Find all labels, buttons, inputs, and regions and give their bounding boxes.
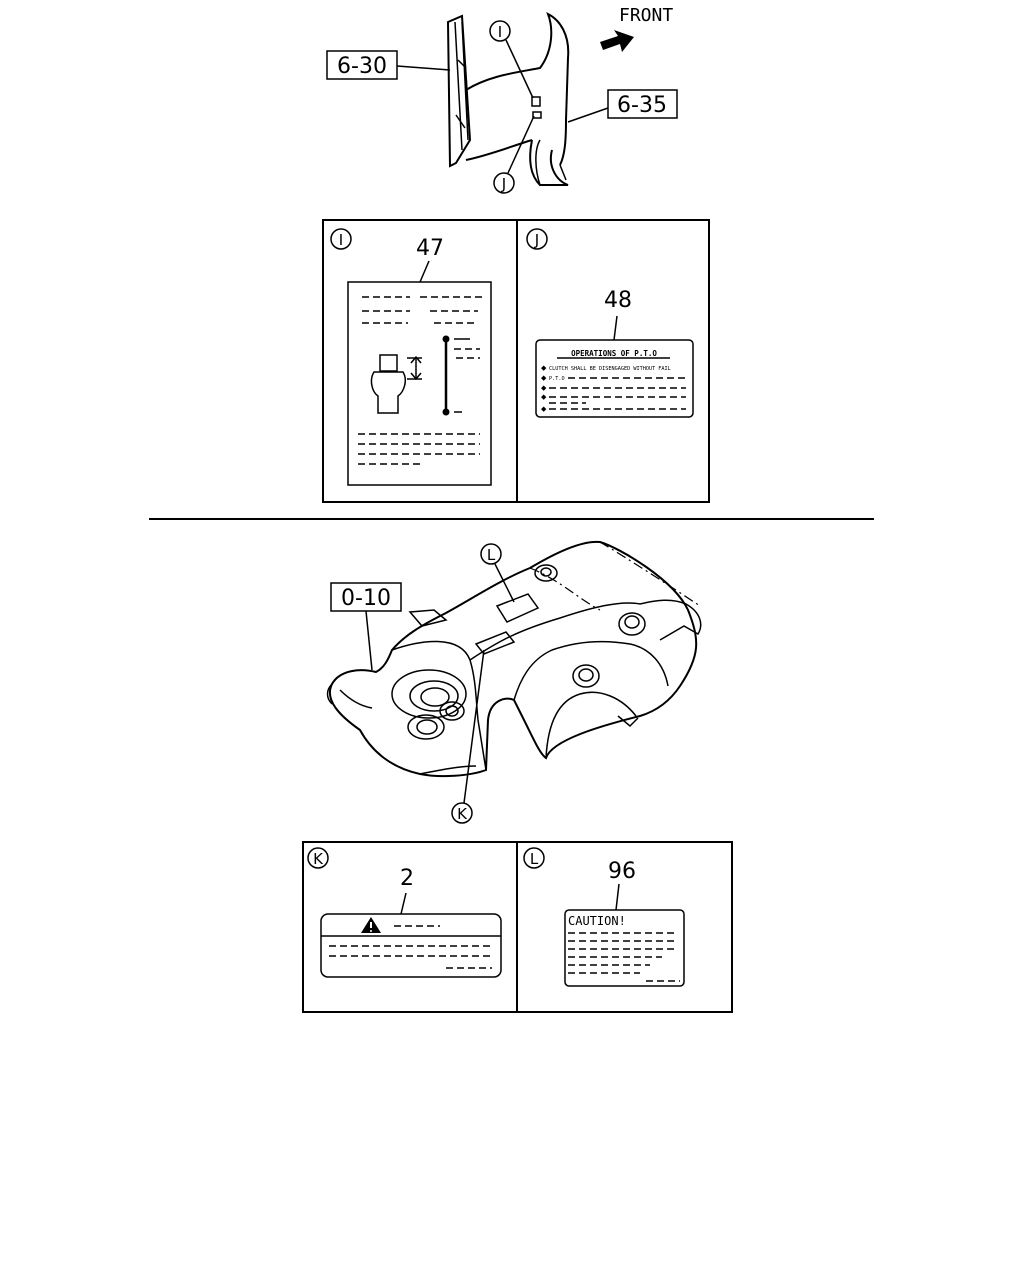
detail-panels-bottom: K 2 L 96 CAUTION! [302, 841, 733, 1013]
cab-pillar-drawing [446, 11, 570, 186]
panel-L-part-number: 96 [608, 859, 636, 884]
label-96 [564, 909, 685, 987]
label-96-title: CAUTION! [568, 914, 626, 928]
housing-drawing [326, 540, 702, 778]
panel-K-marker: K [313, 850, 324, 868]
lever-pictogram [370, 335, 480, 416]
front-indicator: FRONT [600, 5, 673, 52]
label-48-title: OPERATIONS OF P.T.O [571, 349, 657, 358]
marker-J-top-label: J [501, 175, 506, 193]
panel-K-part-number: 2 [400, 866, 414, 891]
panel-K: K 2 [307, 847, 502, 978]
label-47 [347, 281, 492, 486]
label-48-line-1: CLUTCH SHALL BE DISENGAGED WITHOUT FAIL [549, 366, 671, 372]
panel-I: I 47 [330, 228, 492, 486]
panel-J-part-number: 48 [604, 288, 632, 313]
detail-panels-top: I 47 [322, 219, 710, 503]
marker-I-top: I [489, 20, 534, 99]
callout-6-30: 6-30 [326, 50, 451, 80]
callout-6-35: 6-35 [567, 89, 678, 123]
marker-J-top: J [493, 115, 535, 194]
label-48-line-2: P.T.O [549, 376, 565, 382]
callout-6-35-label: 6-35 [617, 93, 667, 118]
sticker-L-location [495, 593, 540, 623]
marker-I-top-label: I [498, 23, 502, 41]
marker-L-lower-label: L [487, 546, 496, 564]
diamond-bullet-2: ◆ [541, 374, 547, 382]
marker-L-lower: L [480, 543, 515, 603]
label-2 [320, 913, 502, 978]
front-label: FRONT [619, 5, 673, 26]
marker-K-lower-label: K [457, 805, 468, 823]
panel-L: L 96 CAUTION! [523, 847, 685, 987]
panel-L-marker: L [530, 850, 539, 868]
callout-0-10-label: 0-10 [341, 586, 391, 611]
diamond-bullet-5: ◆ [541, 405, 547, 413]
front-arrow-icon [600, 30, 634, 52]
diamond-bullet-3: ◆ [541, 384, 547, 392]
marker-K-lower: K [451, 649, 485, 824]
panel-J: J 48 OPERATIONS OF P.T.O ◆ CLUTCH SHALL … [526, 228, 694, 418]
diamond-bullet-1: ◆ [541, 364, 547, 372]
label-48 [535, 339, 694, 418]
callout-6-30-label: 6-30 [337, 54, 387, 79]
callout-0-10: 0-10 [330, 582, 402, 671]
sticker-K-location [474, 631, 516, 655]
diamond-bullet-4: ◆ [541, 393, 547, 401]
panel-J-marker: J [534, 231, 539, 249]
panel-I-part-number: 47 [416, 236, 444, 261]
panel-I-marker: I [339, 231, 343, 249]
